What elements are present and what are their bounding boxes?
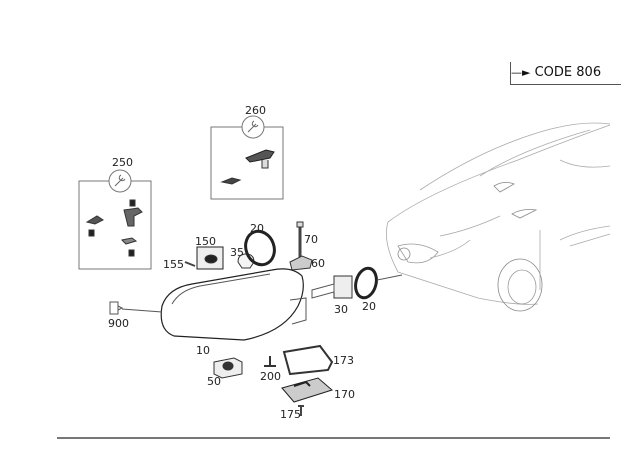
callout-900: 900: [108, 317, 129, 330]
tool-box-260: [210, 126, 284, 200]
callout-30: 30: [334, 303, 348, 316]
callout-60: 60: [311, 257, 325, 270]
callout-70: 70: [304, 233, 318, 246]
callout-175: 175: [280, 408, 301, 421]
callout-173: 173: [333, 354, 354, 367]
callout-250: 250: [112, 156, 133, 169]
callout-35: 35: [230, 246, 244, 259]
arrow-right-icon: —►: [511, 66, 531, 79]
callout-170: 170: [334, 388, 355, 401]
callout-150: 150: [195, 235, 216, 248]
tool-box-250: [78, 180, 152, 270]
callout-10: 10: [196, 344, 210, 357]
callout-155: 155: [163, 258, 184, 271]
callout-200: 200: [260, 370, 281, 383]
code-box: [510, 62, 621, 85]
vehicle-illustration: [385, 122, 611, 312]
callout-20: 20: [250, 222, 264, 235]
bottom-divider: [57, 437, 610, 439]
code-label: —► CODE 806: [511, 65, 602, 80]
callout-260: 260: [245, 104, 266, 117]
callout-20b: 20: [362, 300, 376, 313]
callout-50: 50: [207, 375, 221, 388]
